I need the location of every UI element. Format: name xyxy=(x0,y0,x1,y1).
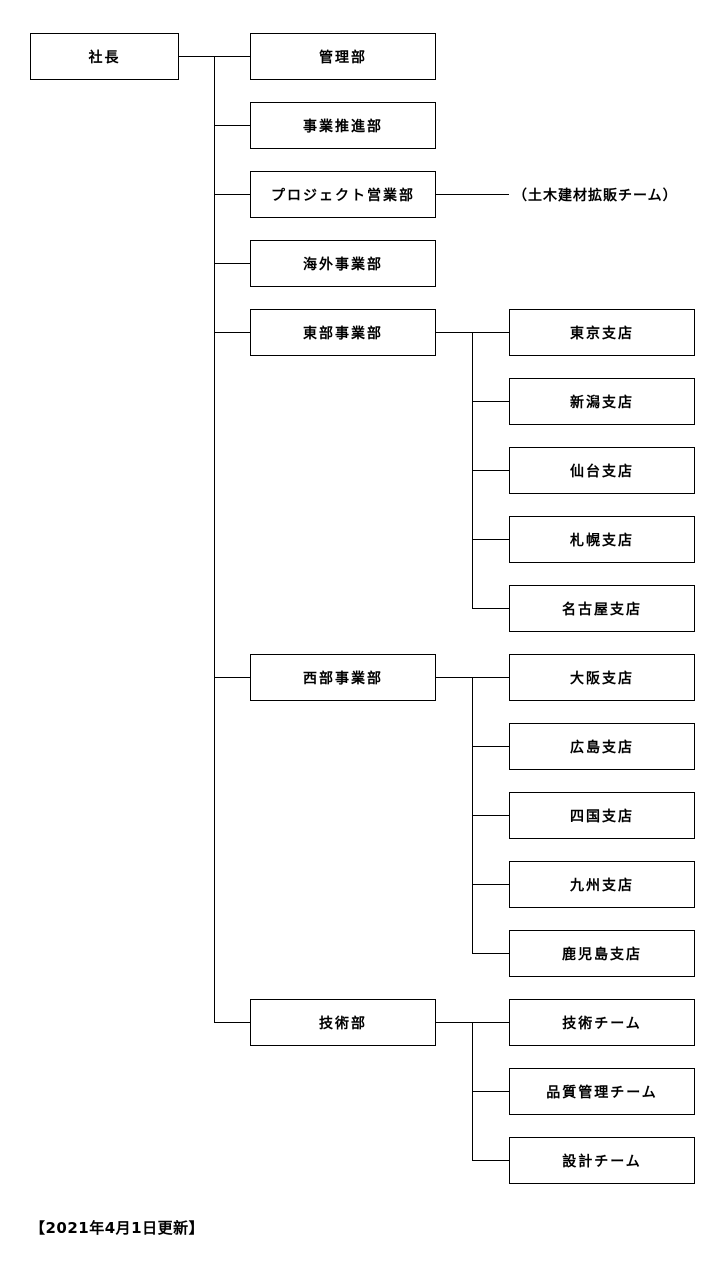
project-sales-team-note: （土木建材拡販チーム） xyxy=(513,188,678,204)
connector-east-branch-4 xyxy=(472,539,509,540)
node-overseas: 海外事業部 xyxy=(250,240,436,287)
node-east-branch-1: 東京支店 xyxy=(509,309,695,356)
node-east-branch-3: 仙台支店 xyxy=(509,447,695,494)
node-engineering-team-3: 設計チーム xyxy=(509,1137,695,1184)
connector-project-sales xyxy=(214,194,250,195)
connector-engineering-team-2 xyxy=(472,1091,509,1092)
connector-east-branch-2 xyxy=(472,401,509,402)
connector-overseas xyxy=(214,263,250,264)
connector-engineering-team-3 xyxy=(472,1160,509,1161)
node-business-promotion: 事業推進部 xyxy=(250,102,436,149)
node-president: 社長 xyxy=(30,33,179,80)
node-west: 西部事業部 xyxy=(250,654,436,701)
node-engineering-team-2: 品質管理チーム xyxy=(509,1068,695,1115)
node-west-branch-3: 四国支店 xyxy=(509,792,695,839)
connector-business-promotion xyxy=(214,125,250,126)
node-project-sales: プロジェクト営業部 xyxy=(250,171,436,218)
node-west-branch-1: 大阪支店 xyxy=(509,654,695,701)
node-east-branch-5: 名古屋支店 xyxy=(509,585,695,632)
node-management: 管理部 xyxy=(250,33,436,80)
connector-west-branch-2 xyxy=(472,746,509,747)
node-west-branch-2: 広島支店 xyxy=(509,723,695,770)
node-east: 東部事業部 xyxy=(250,309,436,356)
node-engineering: 技術部 xyxy=(250,999,436,1046)
connector-east-branch-5 xyxy=(472,608,509,609)
connector-east-branch-3 xyxy=(472,470,509,471)
connector-engineering xyxy=(214,1022,250,1023)
node-engineering-team-1: 技術チーム xyxy=(509,999,695,1046)
node-east-branch-2: 新潟支店 xyxy=(509,378,695,425)
connector-west-branch-5 xyxy=(472,953,509,954)
trunk-line xyxy=(214,56,215,1022)
connector-west-branch-3 xyxy=(472,815,509,816)
node-west-branch-4: 九州支店 xyxy=(509,861,695,908)
updated-date: 【2021年4月1日更新】 xyxy=(30,1219,205,1237)
node-east-branch-4: 札幌支店 xyxy=(509,516,695,563)
node-west-branch-5: 鹿児島支店 xyxy=(509,930,695,977)
connector-west xyxy=(214,677,250,678)
connector-project-sales-note xyxy=(435,194,509,195)
connector-west-branch-4 xyxy=(472,884,509,885)
connector-east xyxy=(214,332,250,333)
